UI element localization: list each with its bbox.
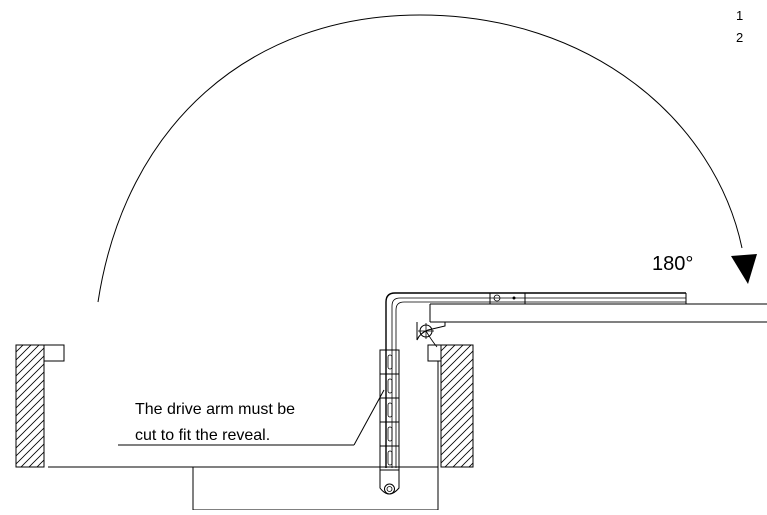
note-text-line1: The drive arm must be [135, 401, 295, 418]
note-text-line2: cut to fit the reveal. [135, 427, 270, 444]
drive-arm [385, 292, 687, 468]
arc-arrowhead [731, 254, 757, 284]
right-wall [440, 344, 474, 468]
pivot-bracket [416, 322, 446, 348]
opening-arc [97, 14, 743, 303]
right-wall-stop [427, 344, 442, 362]
left-wall-stop [43, 344, 65, 362]
angle-label: 180° [652, 253, 693, 275]
arm-rivet [512, 296, 516, 300]
door-leaf [429, 303, 767, 323]
arm-rivet [493, 294, 501, 302]
slotted-arm-section [379, 349, 400, 495]
index-number-1: 1 [736, 8, 743, 23]
note-leader-line [353, 389, 385, 446]
header-transom [192, 466, 439, 511]
left-wall [15, 344, 45, 468]
index-number-2: 2 [736, 30, 743, 45]
arm-end-roller [384, 483, 395, 495]
